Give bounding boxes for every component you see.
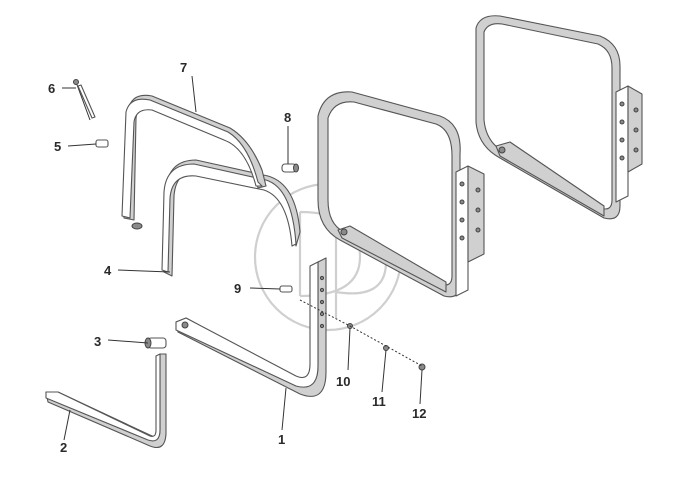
leader-12 (419, 369, 423, 405)
leader-7 (191, 75, 197, 113)
part-1-front-frame (175, 257, 327, 397)
leader-10 (347, 327, 351, 371)
leader-1 (281, 387, 287, 431)
callout-8: 8 (284, 110, 291, 125)
hardware-axis-line (299, 299, 423, 367)
right-frame-bolts (619, 101, 639, 161)
callout-11: 11 (372, 394, 386, 409)
leader-9 (249, 287, 281, 290)
part-5-pin (95, 139, 109, 148)
callout-2: 2 (60, 440, 67, 455)
callout-9: 9 (234, 281, 241, 296)
part-8-bushing (281, 163, 299, 173)
callout-7: 7 (180, 60, 187, 75)
part-9-pin (279, 285, 293, 293)
callout-1: 1 (278, 432, 285, 447)
leader-2 (63, 409, 71, 441)
callout-10: 10 (336, 374, 350, 389)
middle-frame-bolts (459, 181, 481, 241)
part-2-bottom-strap (45, 353, 167, 449)
callout-6: 6 (48, 81, 55, 96)
callout-12: 12 (412, 406, 426, 421)
leader-11 (381, 349, 387, 393)
part-7-strap (121, 94, 267, 230)
callout-5: 5 (54, 139, 61, 154)
leader-5 (67, 143, 97, 147)
right-frame-assembly (475, 15, 643, 220)
middle-frame-assembly (317, 91, 485, 298)
part-6-screw (73, 79, 96, 121)
leader-lines (62, 75, 423, 441)
part-4-strap (161, 159, 301, 277)
leader-3 (107, 339, 149, 344)
part-3-bushing (144, 337, 167, 349)
leader-4 (117, 269, 171, 273)
part-1-bracket-holes (319, 275, 325, 329)
callout-3: 3 (94, 334, 101, 349)
callout-4: 4 (104, 263, 112, 278)
